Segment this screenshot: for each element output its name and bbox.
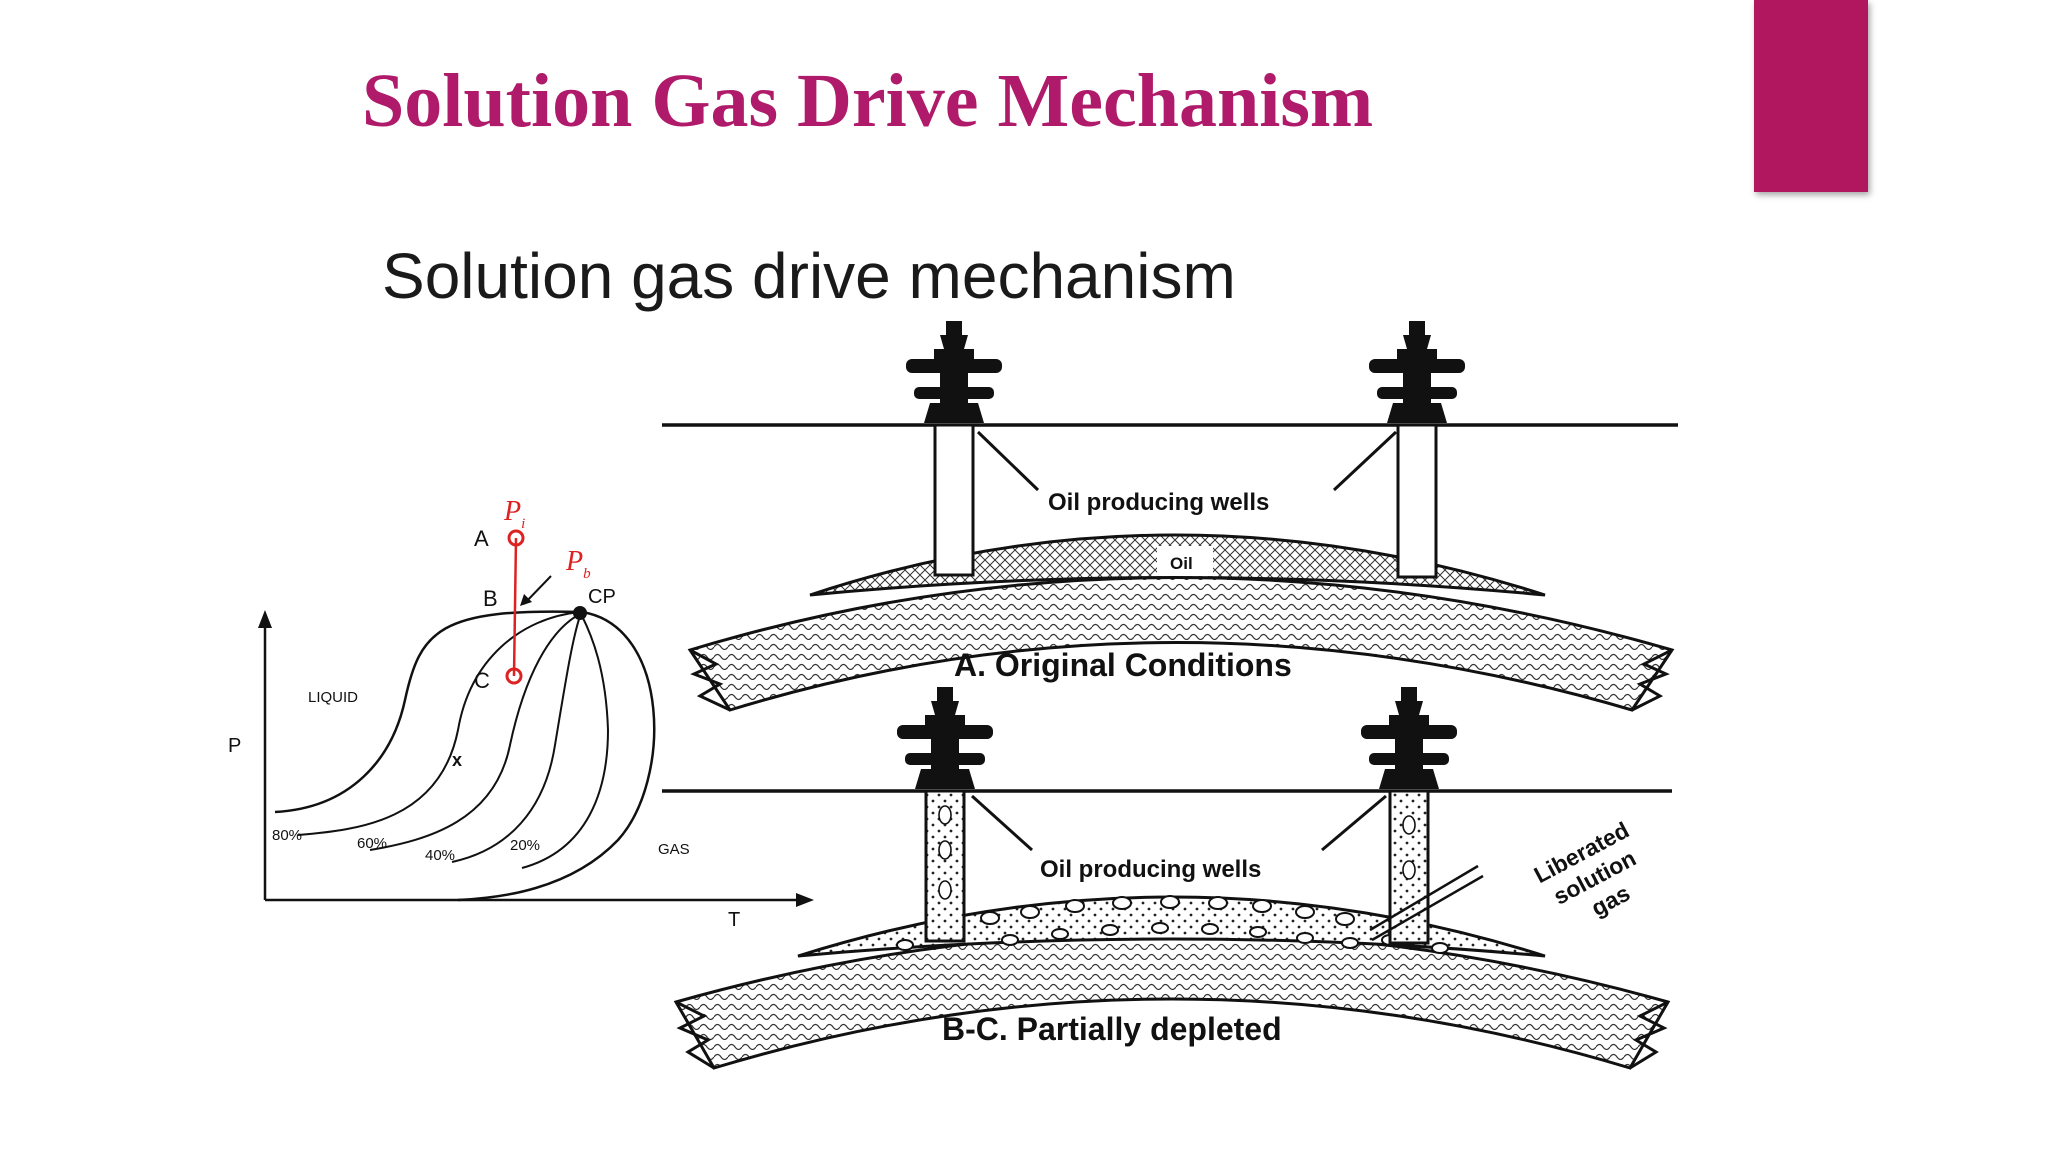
- point-c-marker: [505, 667, 523, 685]
- t-axis-arrow: [796, 893, 814, 907]
- quality-line-80: [297, 611, 581, 836]
- well-bubbles: [938, 805, 1416, 900]
- oil-label-box: [1157, 546, 1213, 576]
- reservoir-b: Oil producing wells Liberated solution g…: [662, 687, 1672, 1070]
- figure-heading: Solution gas drive mechanism: [382, 240, 1236, 312]
- critical-point-label: CP: [588, 586, 616, 608]
- phase-diagram: P T CP LIQUID GAS x 80% 60% 40% 20% A B …: [228, 496, 814, 931]
- pi-label: Pi: [503, 496, 525, 532]
- depletion-path: [512, 537, 518, 677]
- p-axis-arrow: [258, 610, 272, 628]
- oil-label: Oil: [1170, 554, 1193, 573]
- reservoir-a: Oil producing wells Oil A. Original Cond…: [662, 321, 1678, 712]
- pointer-a-right: [1332, 430, 1398, 492]
- quality-label-80: 80%: [272, 827, 302, 844]
- quality-line-60: [369, 613, 581, 851]
- pb-pointer-head: [520, 594, 532, 606]
- wellhead-a-left: [906, 321, 1002, 423]
- point-a-label: A: [474, 526, 489, 551]
- wellhead-b-right: [1361, 687, 1457, 789]
- gas-pointer-1: [1369, 864, 1479, 932]
- reservoir-a-right-edge: [1631, 648, 1673, 712]
- wellhead-a-right: [1369, 321, 1465, 423]
- marker-x: x: [452, 750, 462, 770]
- reservoir-b-right-edge: [1629, 1000, 1669, 1070]
- reservoir-a-left-edge: [689, 648, 731, 712]
- wellhead-b-left: [897, 687, 993, 789]
- slide-title: Solution Gas Drive Mechanism: [362, 59, 1374, 143]
- wells-label-b: Oil producing wells: [1040, 856, 1261, 883]
- caption-a: A. Original Conditions: [954, 647, 1292, 683]
- gas-pointer-2: [1371, 874, 1484, 942]
- caption-b: B-C. Partially depleted: [942, 1011, 1282, 1047]
- pointer-b-left: [970, 794, 1034, 852]
- t-axis-label: T: [728, 909, 740, 931]
- well-a-right: [1396, 423, 1438, 579]
- quality-line-40: [451, 615, 581, 863]
- quality-label-20: 20%: [510, 837, 540, 854]
- reservoir-b-left-edge: [675, 1000, 715, 1070]
- pointer-b-right: [1321, 794, 1387, 852]
- dew-point-curve: [457, 610, 656, 902]
- pointer-a-left: [976, 430, 1040, 492]
- point-c-label: C: [474, 668, 490, 693]
- p-axis-label: P: [228, 735, 241, 757]
- region-gas-label: GAS: [658, 841, 690, 858]
- pb-label: Pb: [565, 546, 591, 582]
- region-liquid-label: LIQUID: [308, 689, 358, 706]
- bubble-point-curve: [274, 610, 583, 814]
- point-a-marker: [507, 529, 525, 547]
- quality-line-20: [521, 615, 610, 869]
- quality-label-40: 40%: [425, 847, 455, 864]
- liberated-gas-label: Liberated solution gas: [1530, 814, 1666, 938]
- quality-label-60: 60%: [357, 835, 387, 852]
- critical-point: [573, 606, 587, 620]
- well-a-left: [933, 423, 975, 577]
- wells-label-a: Oil producing wells: [1048, 489, 1269, 516]
- reservoir-a-rock: [687, 576, 1675, 712]
- point-b-label: B: [483, 586, 498, 611]
- accent-bar: [1754, 0, 1868, 192]
